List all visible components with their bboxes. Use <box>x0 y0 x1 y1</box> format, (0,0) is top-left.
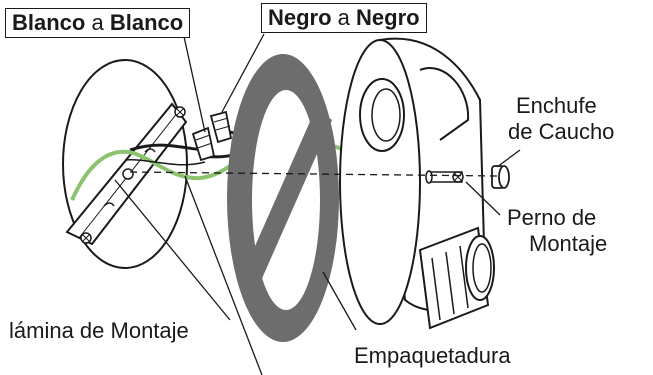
alignment-dashed-line <box>129 171 499 177</box>
white-wire <box>124 159 206 166</box>
rubber-plug <box>491 165 510 189</box>
mounting-plate-label: lámina de Montaje <box>9 318 189 343</box>
mounting-screw-bottom <box>80 232 92 244</box>
wire-nut-white <box>191 126 216 162</box>
conduit-fitting <box>418 226 495 330</box>
black-to-black-label: Negro a Negro <box>261 3 427 34</box>
prohibited-gasket-icon <box>227 54 339 342</box>
label-connector-2: a <box>331 5 357 30</box>
white-to-white-label: Blanco a Blanco <box>5 8 191 39</box>
rubber-plug-label-line2: de Caucho <box>508 118 615 144</box>
white-wire-label-1: Blanco <box>12 10 86 35</box>
mounting-bolt-label-line2: Montaje <box>529 230 608 256</box>
mounting-screw-top <box>174 106 186 118</box>
black-wire-label-1: Negro <box>268 5 332 30</box>
mounting-bolt-label-line1: Perno de <box>507 205 597 230</box>
mounting-bolt <box>425 170 464 184</box>
black-wire-label-2: Negro <box>356 5 420 30</box>
gasket-label: Empaquetadura <box>354 343 511 368</box>
leader-lines <box>114 31 521 375</box>
wire-nut-black <box>209 110 233 144</box>
label-connector-1: a <box>85 10 110 35</box>
rubber-plug-label: Enchufe de Caucho <box>508 93 614 145</box>
white-wire-label-2: Blanco <box>109 10 184 35</box>
mounting-bolt-label: Perno de Montaje <box>507 205 607 257</box>
rubber-plug-label-line1: Enchufe <box>516 93 597 118</box>
